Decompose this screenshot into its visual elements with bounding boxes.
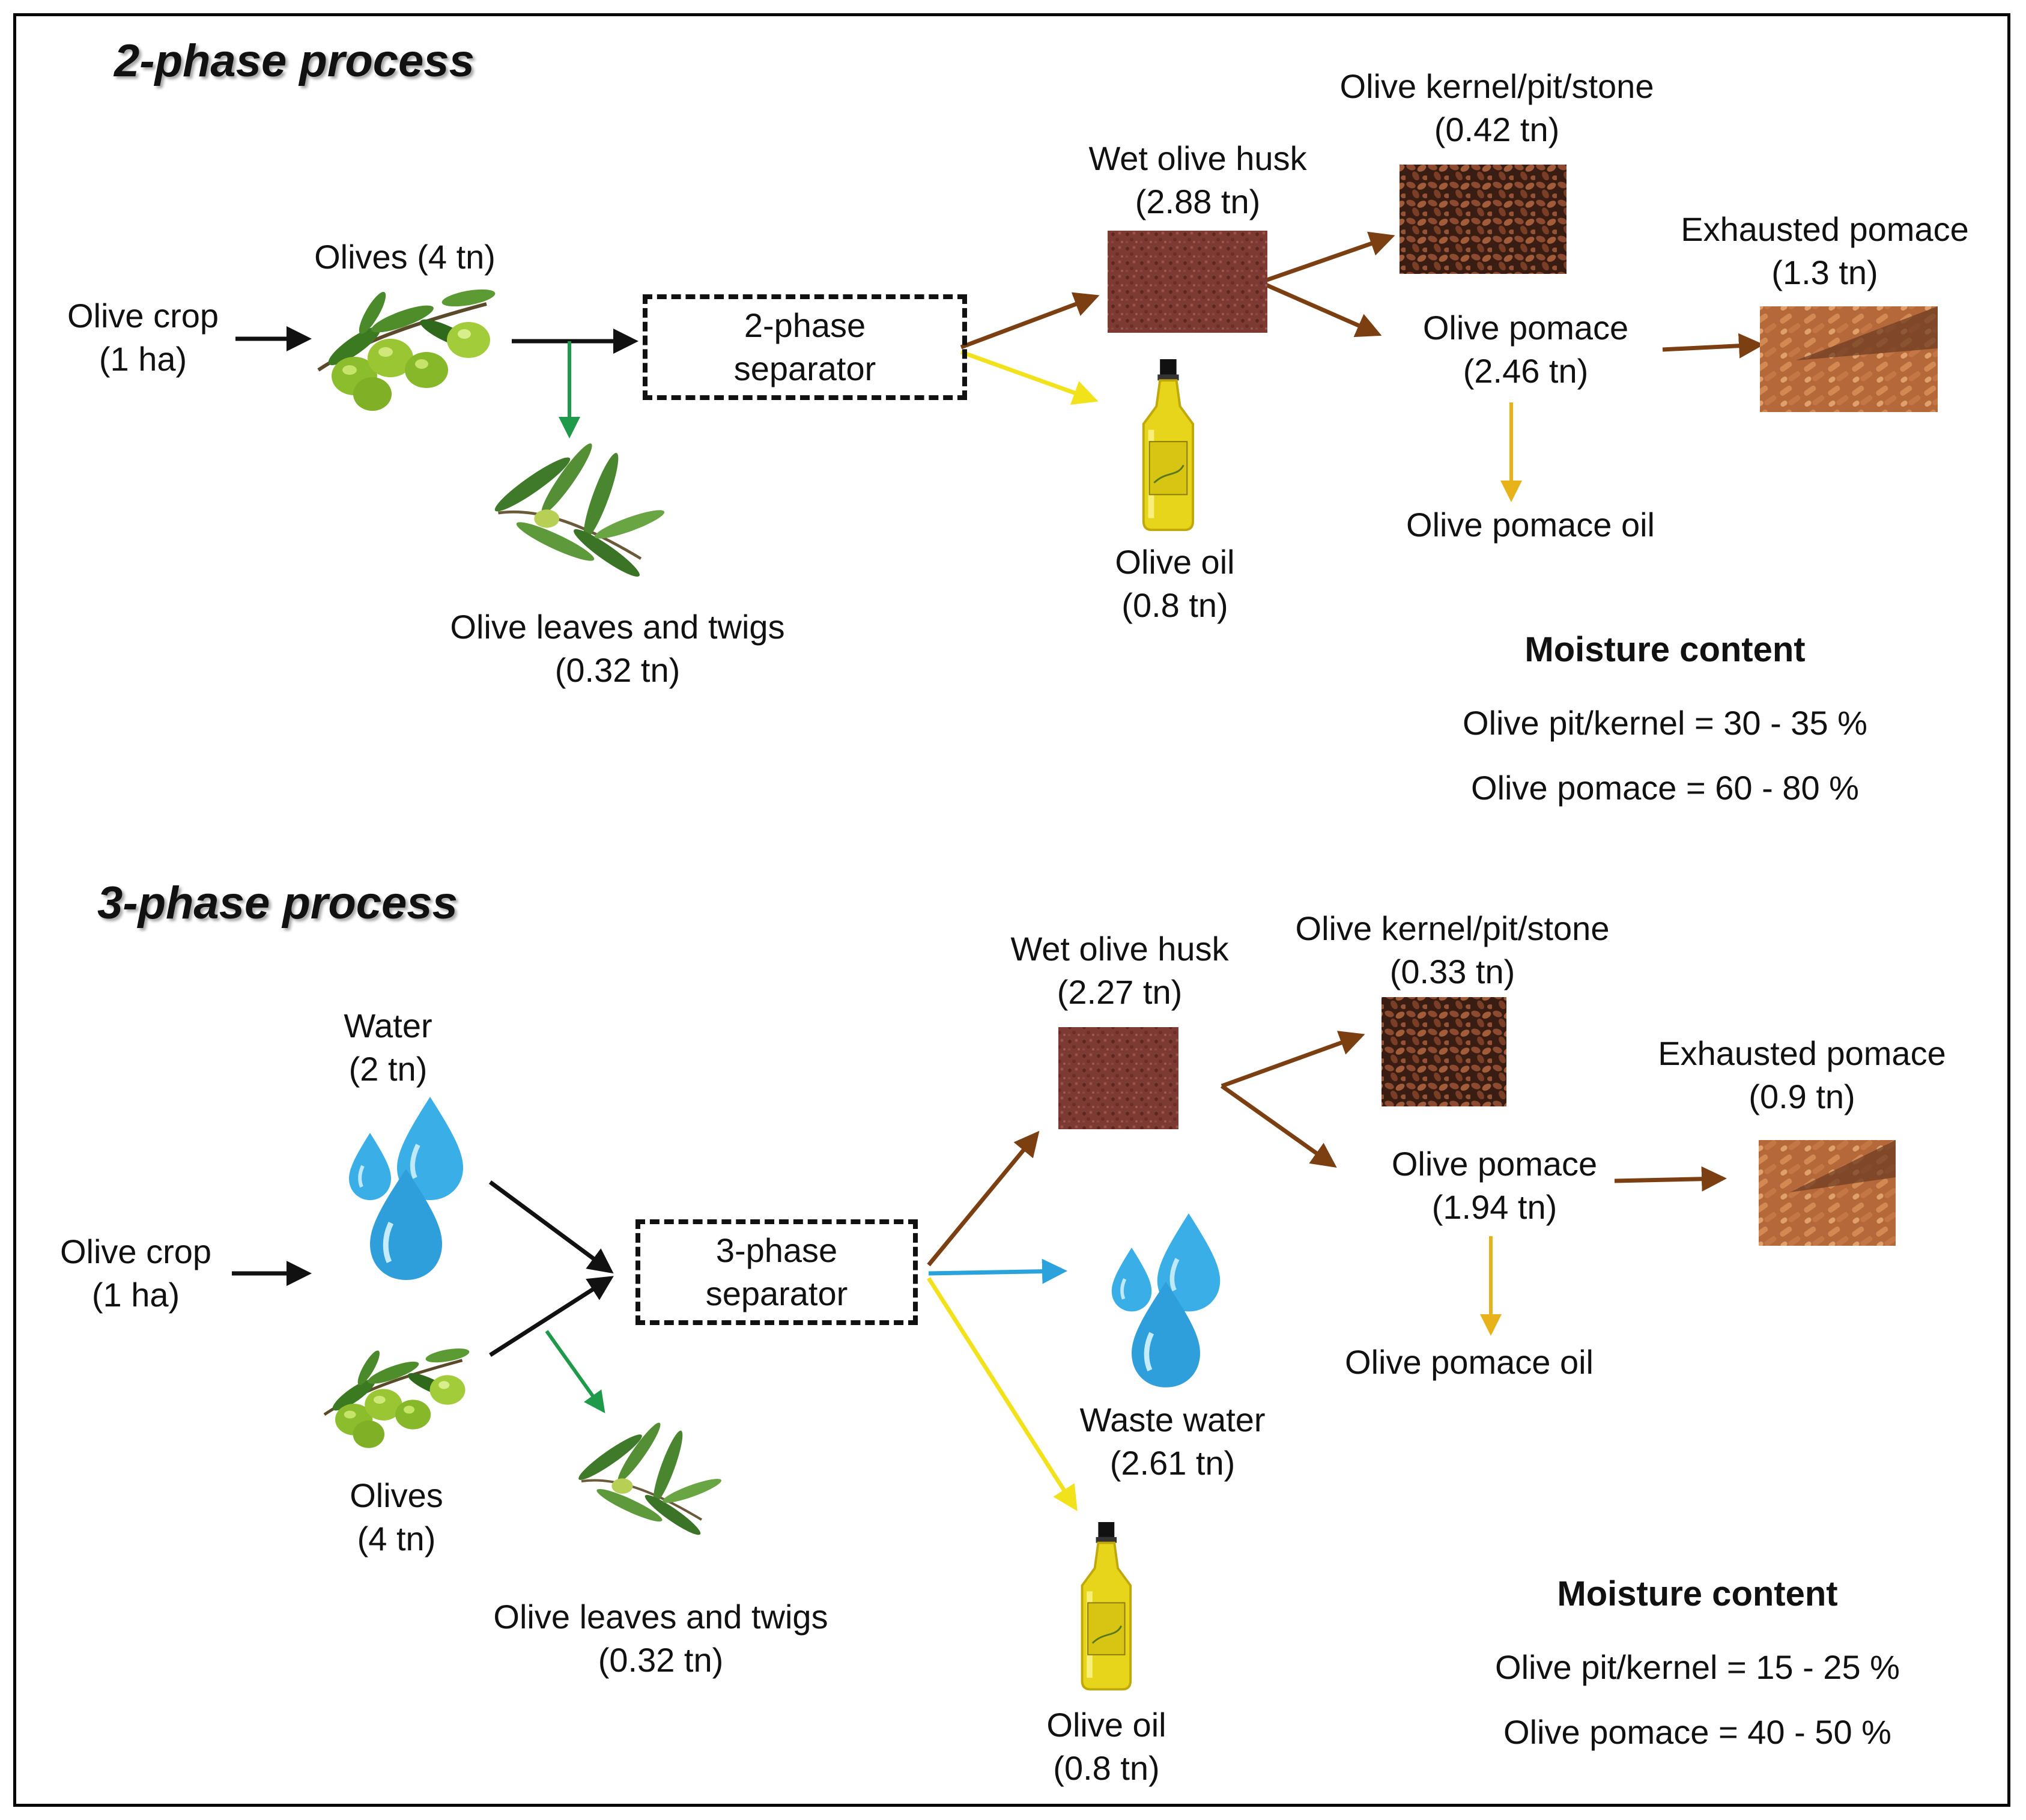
node-qty: (0.42 tn) [1434, 111, 1560, 148]
arrow-separator-to-husk-2p [960, 292, 1100, 350]
process-title-3-phase: 3-phase process [97, 878, 458, 929]
separator-line1: 2-phase [744, 306, 866, 344]
olive-branch-icon [318, 286, 496, 411]
arrow-pomace-to-exhausted-2p [1662, 333, 1764, 359]
node-qty: (0.8 tn) [1121, 586, 1228, 624]
separator-line1: 3-phase [715, 1231, 838, 1269]
separator-line2: separator [705, 1275, 848, 1312]
node-qty: (1.3 tn) [1771, 253, 1878, 291]
node-name: Exhausted pomace [1658, 1034, 1946, 1072]
olive-oil-bottle-icon [1081, 1521, 1132, 1691]
husk-texture-icon [1108, 231, 1267, 333]
arrow-husk-to-kernel-2p [1259, 231, 1395, 285]
moisture-pit: Olive pit/kernel = 30 - 35 % [1463, 704, 1867, 742]
node-name: Olives [350, 1476, 443, 1514]
moisture-title: Moisture content [1557, 1574, 1838, 1613]
moisture-title: Moisture content [1524, 630, 1806, 669]
node-qty: (1 ha) [91, 1276, 180, 1314]
node-waste-water-3p: Waste water (2.61 tn) [1079, 1398, 1265, 1485]
node-qty: (2 tn) [348, 1050, 428, 1088]
node-qty: (0.32 tn) [554, 651, 681, 689]
node-name: Exhausted pomace [1681, 210, 1969, 248]
node-kernel-2p: Olive kernel/pit/stone (0.42 tn) [1340, 65, 1654, 151]
separator-3-phase: 3-phase separator [635, 1219, 918, 1325]
node-name: Wet olive husk [1010, 930, 1229, 968]
node-kernel-3p: Olive kernel/pit/stone (0.33 tn) [1296, 907, 1610, 993]
olive-branch-icon [324, 1346, 470, 1448]
olive-leaves-icon [491, 440, 667, 582]
separator-line2: separator [733, 350, 876, 387]
node-name: Olive crop [67, 297, 219, 335]
node-name: Olive kernel/pit/stone [1339, 67, 1654, 105]
arrow-husk-to-pomace-3p [1220, 1084, 1337, 1168]
olive-kernels-icon [1400, 165, 1567, 274]
moisture-block-3p: Moisture content Olive pit/kernel = 15 -… [1495, 1573, 1900, 1754]
arrow-separator-to-oil-3p [927, 1277, 1078, 1511]
node-qty: (0.8 tn) [1053, 1749, 1160, 1787]
node-pomace-2p: Olive pomace (2.46 tn) [1423, 306, 1628, 393]
node-qty: (0.32 tn) [598, 1641, 724, 1679]
node-name: Water [344, 1007, 432, 1045]
node-exhausted-pomace-3p: Exhausted pomace (0.9 tn) [1658, 1032, 1946, 1118]
node-qty: (2.46 tn) [1463, 352, 1589, 390]
node-qty: (2.27 tn) [1057, 973, 1183, 1011]
node-name: Olive pomace [1391, 1145, 1598, 1183]
node-exhausted-pomace-2p: Exhausted pomace (1.3 tn) [1681, 208, 1968, 294]
node-name: Waste water [1079, 1401, 1266, 1439]
olive-oil-bottle-icon [1142, 358, 1195, 532]
moisture-pomace: Olive pomace = 40 - 50 % [1503, 1713, 1891, 1751]
node-water-3p: Water (2 tn) [344, 1004, 432, 1091]
node-name: Olive oil [1115, 543, 1235, 581]
olive-kernels-icon [1382, 997, 1506, 1106]
node-olive-crop-3p: Olive crop (1 ha) [60, 1230, 211, 1317]
olive-leaves-icon [575, 1419, 723, 1539]
node-wet-husk-3p: Wet olive husk (2.27 tn) [1010, 927, 1228, 1014]
node-olive-oil-2p: Olive oil (0.8 tn) [1115, 541, 1234, 627]
arrow-olives-to-separator-3p [489, 1276, 614, 1357]
node-qty: (1.94 tn) [1431, 1188, 1557, 1226]
node-qty: (0.9 tn) [1748, 1078, 1855, 1115]
process-title-2-phase: 2-phase process [114, 35, 475, 86]
node-qty: (4 tn) [357, 1520, 436, 1558]
node-olives-2p: Olives (4 tn) [314, 238, 496, 276]
node-olive-crop-2p: Olive crop (1 ha) [67, 294, 219, 381]
node-name: Olive leaves and twigs [450, 608, 785, 646]
node-pomace-3p: Olive pomace (1.94 tn) [1392, 1142, 1597, 1229]
water-drops-icon [349, 1097, 463, 1280]
node-pomace-oil-3p: Olive pomace oil [1345, 1343, 1594, 1381]
node-qty: (2.61 tn) [1109, 1444, 1236, 1482]
node-pomace-oil-2p: Olive pomace oil [1406, 506, 1655, 544]
arrow-pomace-to-exhausted-3p [1614, 1166, 1727, 1192]
node-qty: (1 ha) [99, 340, 187, 378]
arrow-husk-to-pomace-2p [1259, 280, 1382, 338]
moisture-pit: Olive pit/kernel = 15 - 25 % [1495, 1648, 1900, 1686]
arrow-husk-to-kernel-3p [1221, 1031, 1365, 1088]
moisture-block-2p: Moisture content Olive pit/kernel = 30 -… [1463, 628, 1867, 810]
node-leaves-3p: Olive leaves and twigs (0.32 tn) [493, 1595, 828, 1682]
arrow-separator-to-husk-3p [927, 1130, 1040, 1267]
moisture-pomace: Olive pomace = 60 - 80 % [1471, 769, 1859, 807]
diagram-frame [13, 13, 2010, 1807]
node-name: Wet olive husk [1088, 139, 1307, 177]
husk-texture-icon [1058, 1027, 1178, 1129]
arrow-separator-to-wastewater-3p [928, 1258, 1067, 1284]
node-qty: (0.33 tn) [1389, 953, 1515, 990]
separator-2-phase: 2-phase separator [643, 294, 967, 400]
arrow-water-to-separator-3p [488, 1180, 614, 1274]
node-olives-3p: Olives (4 tn) [350, 1474, 443, 1561]
node-name: Olive kernel/pit/stone [1295, 909, 1610, 947]
node-name: Olive leaves and twigs [493, 1598, 828, 1636]
node-name: Olive oil [1046, 1706, 1166, 1744]
water-drops-icon [1112, 1213, 1221, 1388]
arrow-separator-to-oil-2p [960, 350, 1099, 405]
node-leaves-2p: Olive leaves and twigs (0.32 tn) [450, 605, 784, 692]
node-qty: (2.88 tn) [1135, 183, 1261, 220]
node-name: Olive pomace [1422, 309, 1629, 347]
node-wet-husk-2p: Wet olive husk (2.88 tn) [1088, 137, 1306, 223]
arrow-to-leaves-3p [545, 1330, 605, 1413]
node-name: Olive crop [59, 1233, 212, 1270]
node-olive-oil-3p: Olive oil (0.8 tn) [1046, 1703, 1166, 1790]
